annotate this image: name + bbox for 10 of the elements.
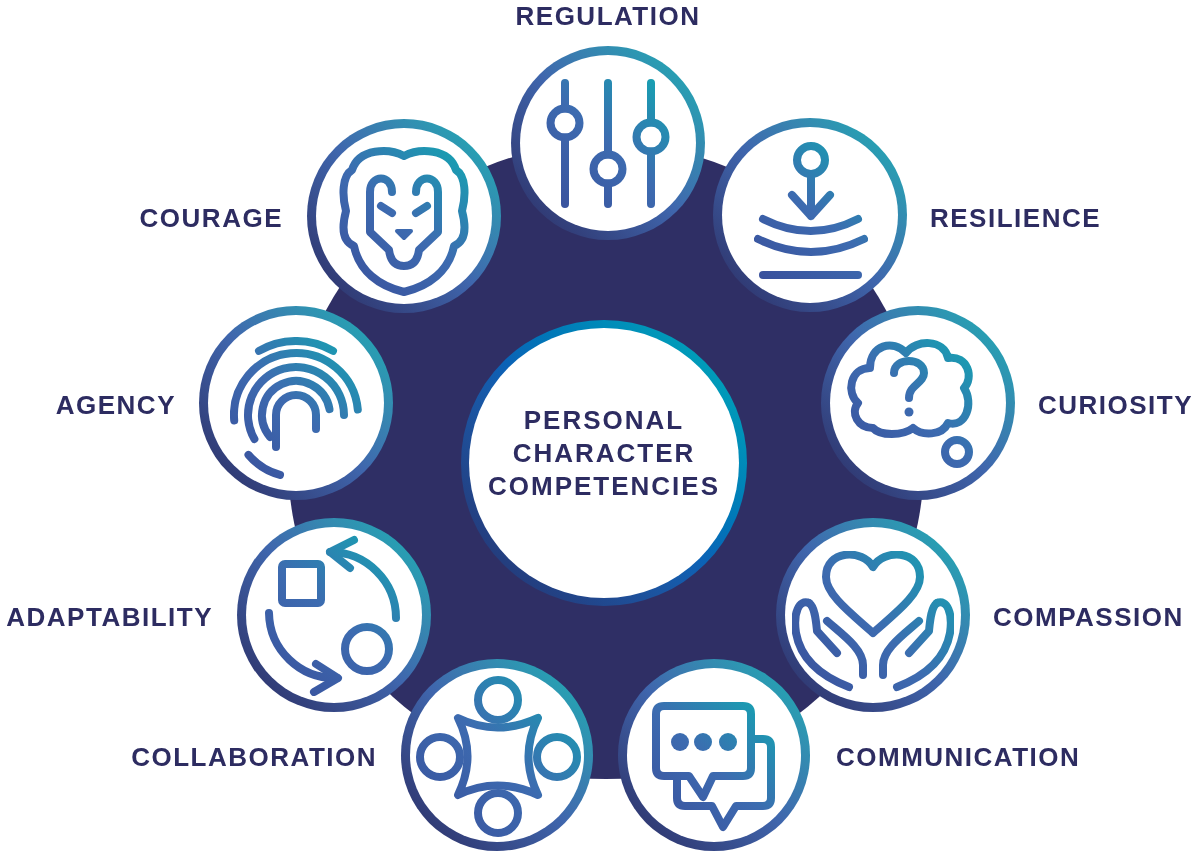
competency-label: COMPASSION	[993, 602, 1184, 632]
competency-label: CURIOSITY	[1038, 390, 1194, 420]
competency-label: COMMUNICATION	[836, 742, 1081, 772]
competency-label: COLLABORATION	[131, 742, 377, 772]
competency-label: AGENCY	[55, 390, 176, 420]
competency-label: COURAGE	[139, 203, 283, 233]
competency-label: RESILIENCE	[930, 203, 1102, 233]
competency-label: REGULATION	[515, 1, 701, 31]
competency-label: ADAPTABILITY	[6, 602, 213, 632]
hub-title: PERSONAL CHARACTER COMPETENCIES	[487, 403, 721, 503]
